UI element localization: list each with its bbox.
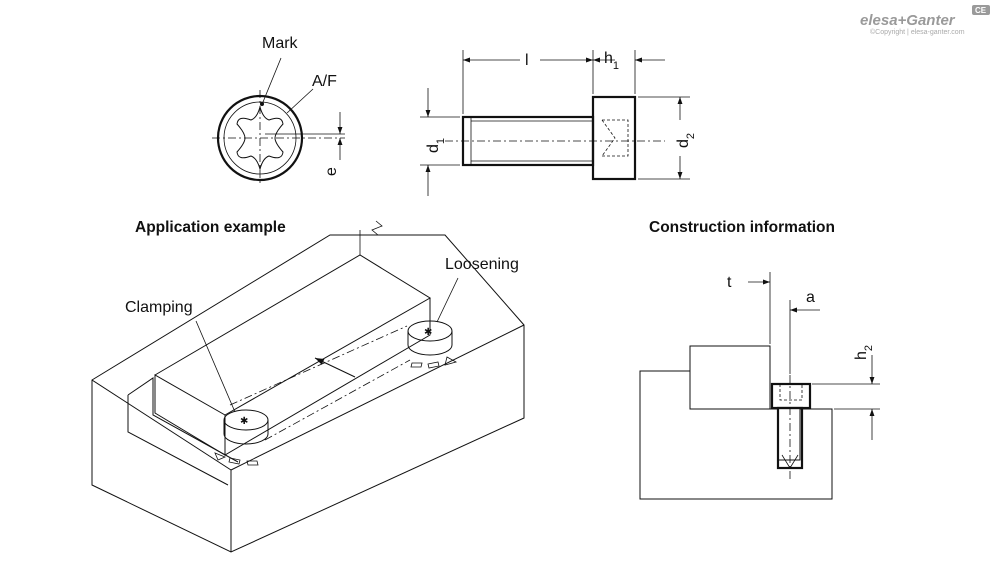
track-line-upper [229, 325, 408, 406]
ce-badge-text: CE [975, 6, 987, 15]
clamping-segment-1 [228, 457, 241, 465]
base-block-right-top-edge [230, 324, 525, 471]
screw-head [591, 95, 637, 181]
h2-label: h2 [853, 345, 875, 360]
t-label: t [727, 274, 732, 291]
screw-head-section [770, 382, 812, 410]
loosening-segment-1 [410, 362, 423, 368]
loosening-direction-marker [444, 356, 458, 366]
clamping-label: Clamping [125, 299, 193, 316]
af-label: A/F [312, 73, 337, 90]
brand-logo: elesa+Ganter ©Copyright | elesa-ganter.c… [860, 5, 990, 36]
top-view: e Mark A/F [212, 35, 345, 186]
clamping-segment-2 [246, 460, 259, 466]
loosening-screw: ✱ [407, 320, 458, 369]
clamping-screw: ✱ [214, 409, 269, 466]
base-block-front-top-edge [91, 379, 232, 471]
side-view: l h1 d1 d2 [420, 50, 697, 196]
construction-information-heading: Construction information [649, 219, 835, 236]
track-line-lower [264, 359, 411, 441]
loosening-segment-2 [427, 361, 440, 369]
socket-hidden-lines [601, 119, 629, 157]
mark-dot [260, 102, 264, 106]
motion-arrow [314, 357, 356, 378]
torx-socket-icon [236, 105, 284, 171]
brand-copyright: ©Copyright | elesa-ganter.com [870, 28, 965, 36]
socket-hidden-section [779, 384, 803, 401]
clamping-leader [195, 320, 236, 413]
clamping-direction-marker [214, 452, 227, 461]
mark-leader [262, 57, 282, 103]
ce-badge [972, 5, 990, 15]
torx-icon-clamping: ✱ [240, 416, 248, 427]
application-example: ✱ ✱ Clamping Loosening [91, 220, 525, 553]
brand-name: elesa+Ganter [860, 12, 956, 29]
h1-label: h1 [604, 50, 619, 72]
break-line [371, 220, 383, 236]
e-label: e [323, 167, 340, 176]
base-part-hatched [639, 370, 833, 500]
torx-icon-loosening: ✱ [424, 327, 432, 338]
base-block-outline [91, 234, 525, 553]
d1-label: d1 [425, 138, 447, 153]
sliding-block-side [224, 298, 431, 456]
loosening-label: Loosening [445, 256, 519, 273]
l-label: l [525, 52, 529, 69]
loosening-leader [436, 277, 459, 323]
application-example-heading: Application example [135, 219, 286, 236]
clamped-part-hatched [689, 345, 771, 410]
sliding-block-top [154, 254, 431, 416]
d2-label: d2 [675, 133, 697, 148]
slot-edges [127, 377, 239, 486]
construction-section: t a h2 [639, 272, 880, 500]
mark-label: Mark [262, 35, 299, 52]
af-leader [286, 88, 314, 114]
a-label: a [806, 289, 815, 306]
